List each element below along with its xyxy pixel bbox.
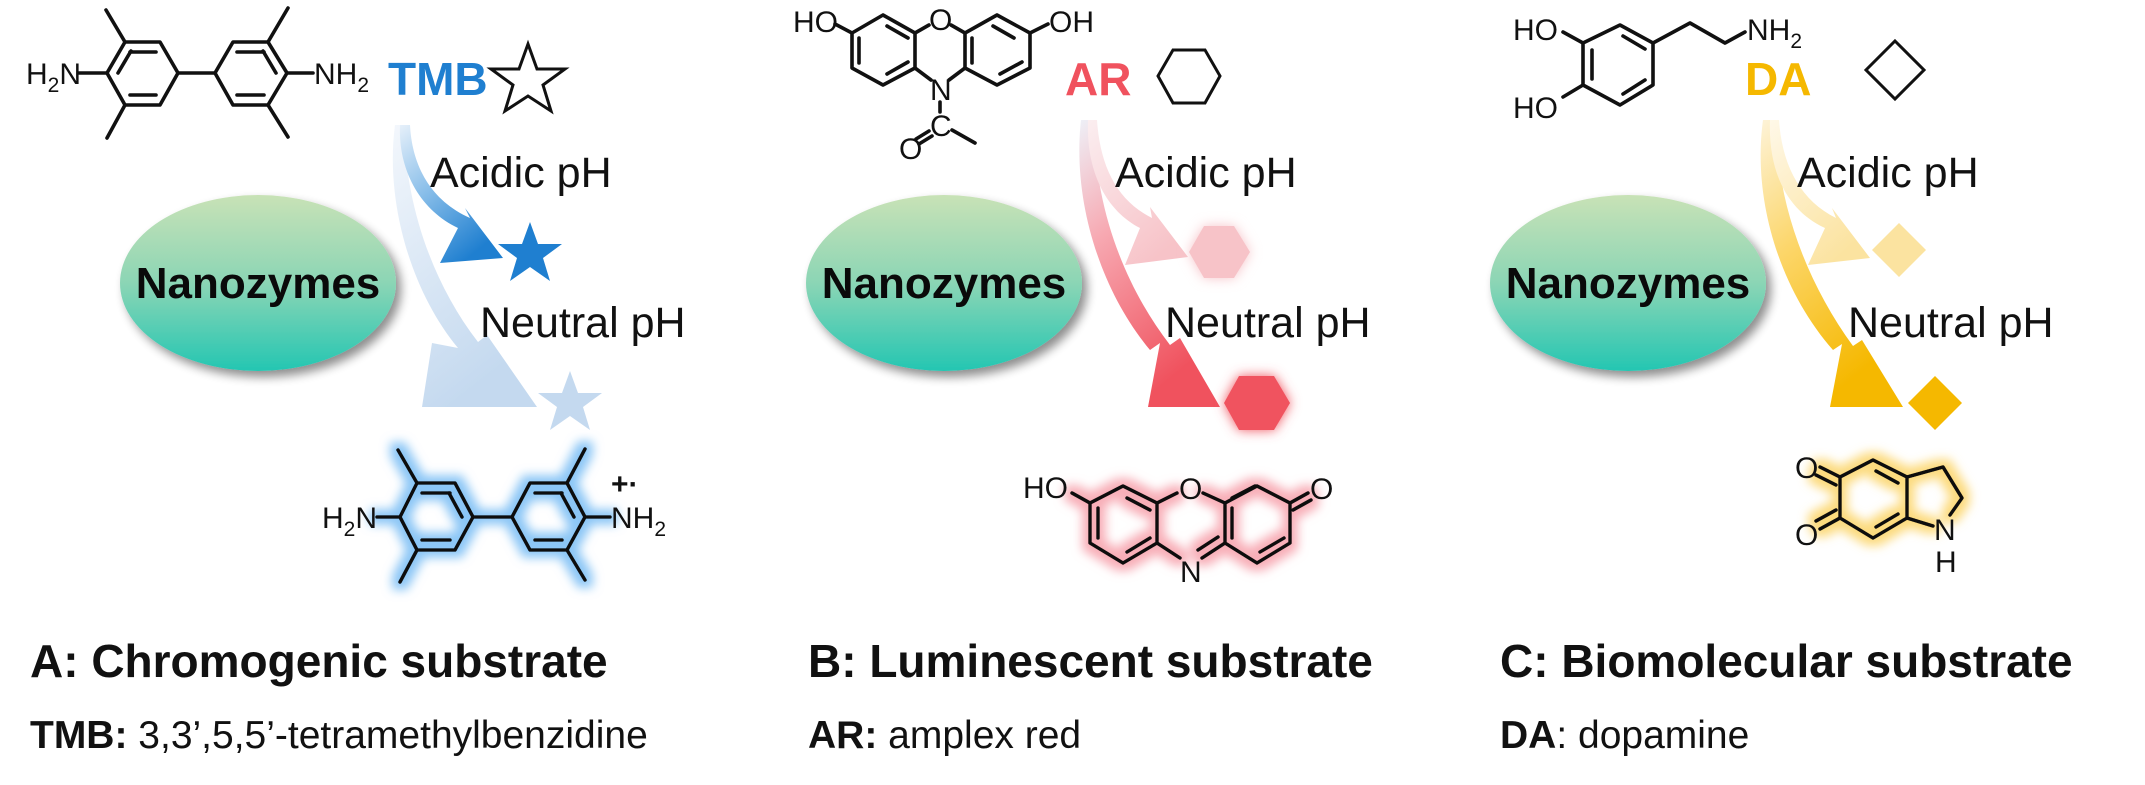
da-hydroxyl-top-label: HO: [1513, 14, 1558, 47]
ar-carbon-label: C: [930, 110, 952, 143]
nanozymes-ellipse: Nanozymes: [806, 195, 1082, 371]
ar-carbonyl-oxygen-label: O: [899, 133, 922, 166]
caption-a-name: 3,3’,5,5’-tetramethylbenzidine: [127, 714, 647, 757]
resorufin-keto-oxygen-label: O: [1310, 473, 1333, 506]
caption-c-title: C: Biomolecular substrate: [1500, 635, 2073, 687]
panel-c: HO HO NH2 DA Nanozymes Acidic pH Neutral…: [1490, 14, 2073, 757]
amplex-red-substrate-structure: [833, 13, 1050, 146]
tmb-abbreviation: TMB: [388, 53, 488, 105]
resorufin-ring-oxygen-label: O: [1179, 473, 1202, 506]
da-amine-label: NH2: [1747, 14, 1802, 53]
nanozymes-label: Nanozymes: [822, 259, 1067, 308]
caption-b-subtitle: AR: amplex red: [808, 714, 1081, 757]
da-abbreviation: DA: [1745, 53, 1811, 105]
neutral-ph-label: Neutral pH: [1848, 299, 2054, 347]
caption-b-title: B: Luminescent substrate: [808, 635, 1373, 687]
tmb-substrate-structure: [77, 6, 315, 140]
hexagon-light-icon: [1189, 226, 1250, 278]
diamond-outline-icon: [1863, 38, 1927, 102]
ar-ring-oxygen-label: O: [929, 4, 952, 37]
aminochrome-hydrogen-label: H: [1935, 546, 1957, 579]
acidic-ph-arrow: [1087, 120, 1188, 265]
diamond-filled-icon: [1908, 376, 1962, 430]
caption-c-name: : dopamine: [1556, 714, 1749, 757]
nanozymes-ellipse: Nanozymes: [120, 195, 396, 371]
diamond-light-icon: [1872, 223, 1926, 277]
ar-hydroxyl-left-label: HO: [793, 6, 838, 39]
acidic-ph-label: Acidic pH: [1797, 149, 1979, 197]
acidic-ph-arrow: [1769, 120, 1870, 265]
neutral-ph-label: Neutral pH: [1165, 299, 1371, 347]
aminochrome-product-structure: [1814, 458, 1964, 540]
aminochrome-oxygen-bottom-label: O: [1795, 519, 1818, 552]
caption-a-subtitle: TMB: 3,3’,5,5’-tetramethylbenzidine: [30, 714, 648, 757]
dopamine-substrate-structure: [1561, 21, 1747, 107]
nanozymes-label: Nanozymes: [1506, 259, 1751, 308]
panel-b: HO OH O N C O AR Nanozymes Acidic pH Neu…: [793, 4, 1373, 757]
tmb-right-amine-label: NH2: [314, 58, 369, 97]
ar-abbreviation: AR: [1065, 53, 1131, 105]
nanozymes-ellipse: Nanozymes: [1490, 195, 1766, 371]
resorufin-nitrogen-label: N: [1180, 556, 1202, 589]
hexagon-outline-icon: [1156, 48, 1222, 105]
panel-a: H2N NH2 TMB Nanozymes Acidic pH Neutral …: [26, 6, 686, 757]
radical-cation-label: +·: [611, 468, 639, 501]
acidic-ph-label: Acidic pH: [430, 149, 612, 197]
caption-b-abbr: AR:: [808, 714, 877, 757]
star-filled-icon: [498, 222, 562, 281]
caption-c-subtitle: DA: dopamine: [1500, 714, 1749, 757]
caption-a-abbr: TMB:: [30, 714, 127, 757]
acidic-ph-label: Acidic pH: [1115, 149, 1297, 197]
acidic-ph-arrow: [399, 125, 503, 263]
resorufin-hydroxyl-label: HO: [1023, 472, 1068, 505]
ar-hydroxyl-right-label: OH: [1049, 6, 1094, 39]
ar-nitrogen-label: N: [930, 74, 952, 107]
da-hydroxyl-bottom-label: HO: [1513, 92, 1558, 125]
tmb-product-left-amine-label: H2N: [322, 502, 377, 541]
tmb-product-structure: [375, 447, 612, 584]
aminochrome-nitrogen-label: N: [1934, 514, 1956, 547]
nanozymes-label: Nanozymes: [136, 259, 381, 308]
neutral-ph-arrow: [392, 125, 537, 407]
resorufin-product-structure: [1070, 484, 1313, 565]
star-outline-icon: [486, 39, 570, 115]
tmb-left-amine-label: H2N: [26, 58, 81, 97]
caption-b-name: amplex red: [877, 714, 1081, 757]
aminochrome-oxygen-top-label: O: [1795, 452, 1818, 485]
caption-a-title: A: Chromogenic substrate: [30, 635, 608, 687]
neutral-ph-label: Neutral pH: [480, 299, 686, 347]
hexagon-filled-icon: [1224, 376, 1290, 430]
tmb-product-right-amine-label: NH2: [611, 502, 666, 541]
star-light-icon: [538, 371, 602, 430]
caption-c-abbr: DA: [1500, 714, 1556, 757]
